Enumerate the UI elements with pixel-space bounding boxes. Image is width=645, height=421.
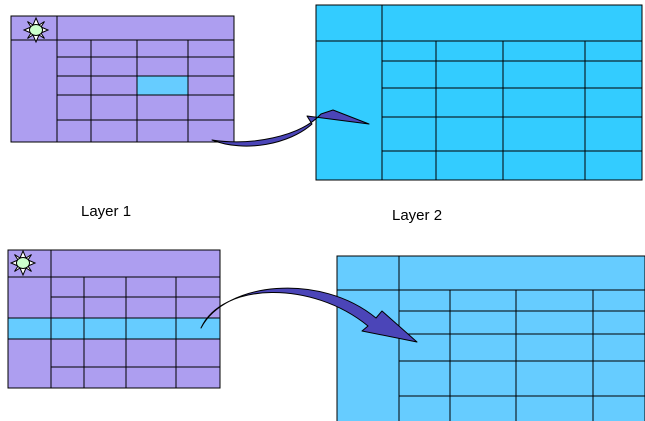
layer2-table-top bbox=[315, 4, 643, 181]
sun-icon bbox=[10, 250, 36, 276]
curved-arrow-icon bbox=[211, 109, 370, 147]
layer2-label: Layer 2 bbox=[392, 207, 443, 224]
layer1-table-top bbox=[10, 15, 235, 143]
sun-icon bbox=[23, 17, 49, 43]
highlighted-row bbox=[7, 317, 221, 340]
layer2-table-bottom bbox=[336, 255, 645, 421]
layer1-table-bottom bbox=[7, 249, 221, 389]
layer1-label: Layer 1 bbox=[81, 203, 132, 220]
curved-arrow-icon bbox=[200, 287, 418, 343]
highlighted-cell bbox=[136, 75, 189, 96]
